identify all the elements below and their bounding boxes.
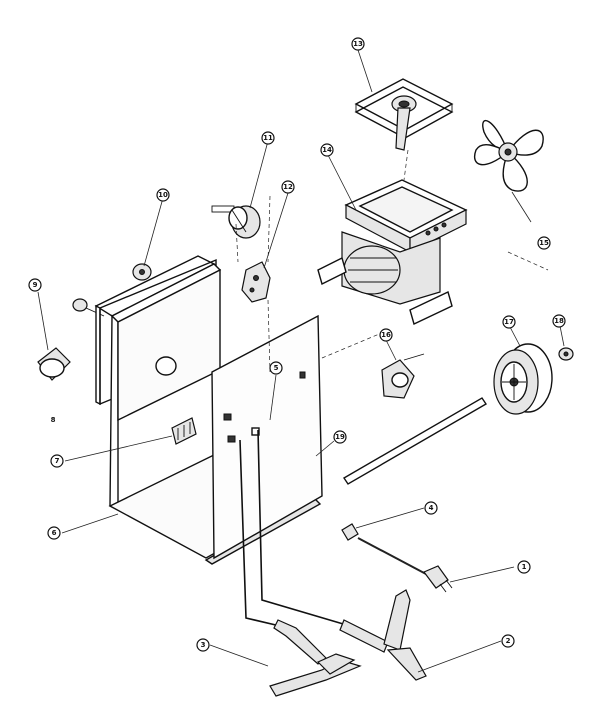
part-meter <box>37 298 105 381</box>
part-circuit-breaker <box>381 353 425 399</box>
dashed-assembly-lines <box>235 149 549 373</box>
callout-12: 12 <box>281 180 295 194</box>
part-fan-bracket <box>354 78 454 151</box>
svg-text:10: 10 <box>158 191 168 199</box>
svg-text:12: 12 <box>283 183 293 191</box>
callout-7: 7 <box>50 454 64 468</box>
part-switch <box>132 263 152 281</box>
callout-8: 8 <box>47 414 59 426</box>
callout-10: 10 <box>156 188 170 202</box>
callout-14: 14 <box>320 143 334 157</box>
svg-text:17: 17 <box>504 318 514 326</box>
part-power-cord <box>357 537 453 593</box>
svg-text:15: 15 <box>539 239 549 247</box>
part-timer-knob <box>211 205 261 239</box>
callout-9: 9 <box>28 278 42 292</box>
part-axle <box>343 397 487 485</box>
svg-text:19: 19 <box>335 433 345 441</box>
part-transformer <box>317 179 468 325</box>
part-cabinet <box>108 263 323 565</box>
callout-15: 15 <box>537 236 551 250</box>
svg-text:9: 9 <box>33 281 38 289</box>
part-hub-cap <box>558 347 574 361</box>
svg-text:8: 8 <box>51 416 56 424</box>
svg-text:7: 7 <box>55 457 60 465</box>
part-positive-clamp <box>257 429 427 681</box>
leader-lines <box>37 49 565 673</box>
part-rectifier-plate <box>241 261 271 303</box>
part-terminal-block <box>171 417 197 445</box>
svg-text:14: 14 <box>322 146 332 154</box>
svg-text:2: 2 <box>506 637 511 645</box>
callout-16: 16 <box>379 328 393 342</box>
callout-19: 19 <box>333 430 347 444</box>
svg-text:1: 1 <box>522 563 527 571</box>
callout-5: 5 <box>269 361 283 375</box>
svg-text:4: 4 <box>429 504 434 512</box>
part-negative-clamp <box>239 439 362 697</box>
callout-18: 18 <box>552 314 566 328</box>
svg-text:5: 5 <box>274 364 279 372</box>
part-wheel <box>493 343 553 415</box>
callout-4: 4 <box>424 501 438 515</box>
svg-text:11: 11 <box>263 134 273 142</box>
svg-text:13: 13 <box>353 40 363 48</box>
part-grommet <box>341 523 359 541</box>
svg-text:3: 3 <box>201 641 206 649</box>
part-fan-blade <box>473 120 544 192</box>
callout-13: 13 <box>351 37 365 51</box>
callout-3: 3 <box>196 638 210 652</box>
callout-2: 2 <box>501 634 515 648</box>
callout-6: 6 <box>47 526 61 540</box>
svg-text:18: 18 <box>554 317 564 325</box>
callout-17: 17 <box>502 315 516 329</box>
svg-text:6: 6 <box>52 529 57 537</box>
svg-text:16: 16 <box>381 331 391 339</box>
callout-11: 11 <box>261 131 275 145</box>
callout-1: 1 <box>517 560 531 574</box>
